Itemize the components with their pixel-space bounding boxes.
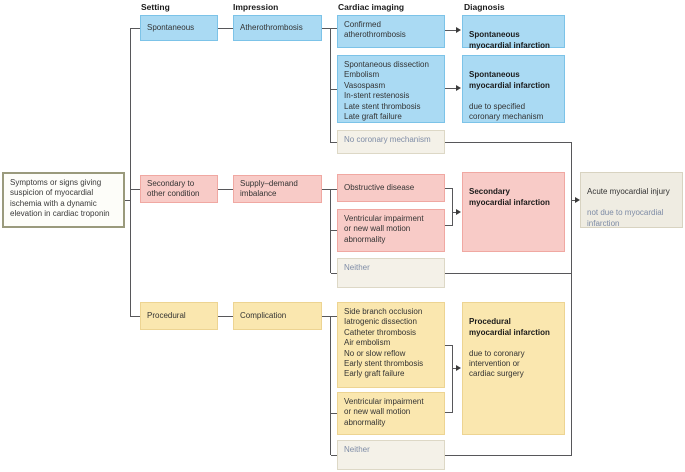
connector-line	[445, 412, 453, 413]
connector-line	[453, 368, 456, 369]
connector-line	[445, 30, 456, 31]
diagnosis-acute-myocardial-injury-box: Acute myocardial injury not due to myoca…	[580, 172, 683, 228]
impression-atherothrombosis-box: Atherothrombosis	[233, 15, 322, 41]
connector-line	[453, 212, 456, 213]
imaging-ventricular-impairment-procedural-box: Ventricular impairment or new wall motio…	[337, 392, 445, 435]
imaging-neither-procedural-box: Neither	[337, 440, 445, 470]
arrowhead-icon	[456, 365, 461, 371]
diagnosis-procedural-mi-detail: due to coronary intervention or cardiac …	[469, 348, 525, 379]
connector-line	[452, 345, 453, 413]
connector-line	[218, 28, 233, 29]
imaging-obstructive-disease-box: Obstructive disease	[337, 174, 445, 202]
connector-line	[322, 28, 337, 29]
imaging-procedural-mechanisms-box: Side branch occlusion Iatrogenic dissect…	[337, 302, 445, 388]
acute-injury-subtitle: not due to myocardial infarction	[587, 208, 664, 228]
setting-secondary-box: Secondary to other condition	[140, 175, 218, 203]
connector-line	[445, 142, 572, 143]
column-header-setting: Setting	[141, 2, 170, 12]
diagnosis-secondary-mi-label: Secondary myocardial infarction	[469, 187, 550, 207]
connector-line	[322, 189, 337, 190]
diagnosis-spontaneous-mi-label: Spontaneous myocardial infarction	[469, 30, 550, 50]
connector-line	[130, 28, 131, 317]
diagnosis-spontaneous-mi-mechanism-detail: due to specified coronary mechanism	[469, 101, 544, 121]
setting-spontaneous-box: Spontaneous	[140, 15, 218, 41]
setting-procedural-box: Procedural	[140, 302, 218, 330]
connector-line	[572, 200, 575, 201]
arrowhead-icon	[456, 209, 461, 215]
diagnosis-spontaneous-mi-mechanism-label: Spontaneous myocardial infarction	[469, 70, 550, 90]
connector-line	[330, 316, 331, 455]
connector-line	[445, 188, 453, 189]
connector-line	[445, 345, 453, 346]
imaging-no-coronary-mechanism-box: No coronary mechanism	[337, 130, 445, 154]
imaging-ventricular-impairment-secondary-box: Ventricular impairment or new wall motio…	[337, 209, 445, 252]
connector-line	[445, 225, 453, 226]
connector-line	[131, 189, 140, 190]
connector-line	[331, 413, 337, 414]
diagnosis-spontaneous-mi-box: Spontaneous myocardial infarction	[462, 15, 565, 50]
connector-line	[445, 273, 572, 274]
connector-line	[445, 455, 572, 456]
connector-line	[331, 142, 337, 143]
connector-line	[125, 200, 131, 201]
diagnosis-procedural-mi-box: Procedural myocardial infarction due to …	[462, 302, 565, 435]
connector-line	[218, 316, 233, 317]
imaging-confirmed-atherothrombosis-box: Confirmed atherothrombosis	[337, 15, 445, 48]
connector-line	[331, 455, 337, 456]
impression-complication-box: Complication	[233, 302, 322, 330]
imaging-neither-secondary-box: Neither	[337, 258, 445, 288]
connector-line	[331, 89, 337, 90]
arrowhead-icon	[575, 197, 580, 203]
column-header-cardiac-imaging: Cardiac imaging	[338, 2, 405, 12]
column-header-impression: Impression	[233, 2, 279, 12]
connector-line	[445, 88, 456, 89]
arrowhead-icon	[456, 27, 461, 33]
connector-line	[131, 28, 140, 29]
acute-injury-title: Acute myocardial injury	[587, 187, 670, 197]
connector-line	[331, 230, 337, 231]
connector-line	[330, 189, 331, 273]
diagnosis-spontaneous-mi-mechanism-box: Spontaneous myocardial infarction due to…	[462, 55, 565, 123]
connector-line	[452, 188, 453, 226]
impression-supply-demand-box: Supply–demand imbalance	[233, 175, 322, 203]
diagnosis-procedural-mi-label: Procedural myocardial infarction	[469, 317, 550, 337]
connector-line	[218, 189, 233, 190]
imaging-coronary-mechanisms-box: Spontaneous dissection Embolism Vasospas…	[337, 55, 445, 123]
column-header-diagnosis: Diagnosis	[464, 2, 505, 12]
connector-line	[131, 316, 140, 317]
connector-line	[571, 142, 572, 456]
arrowhead-icon	[456, 85, 461, 91]
diagnosis-secondary-mi-box: Secondary myocardial infarction	[462, 172, 565, 252]
connector-line	[331, 273, 337, 274]
connector-line	[322, 316, 337, 317]
connector-line	[330, 28, 331, 143]
source-symptoms-box: Symptoms or signs giving suspicion of my…	[2, 172, 125, 228]
